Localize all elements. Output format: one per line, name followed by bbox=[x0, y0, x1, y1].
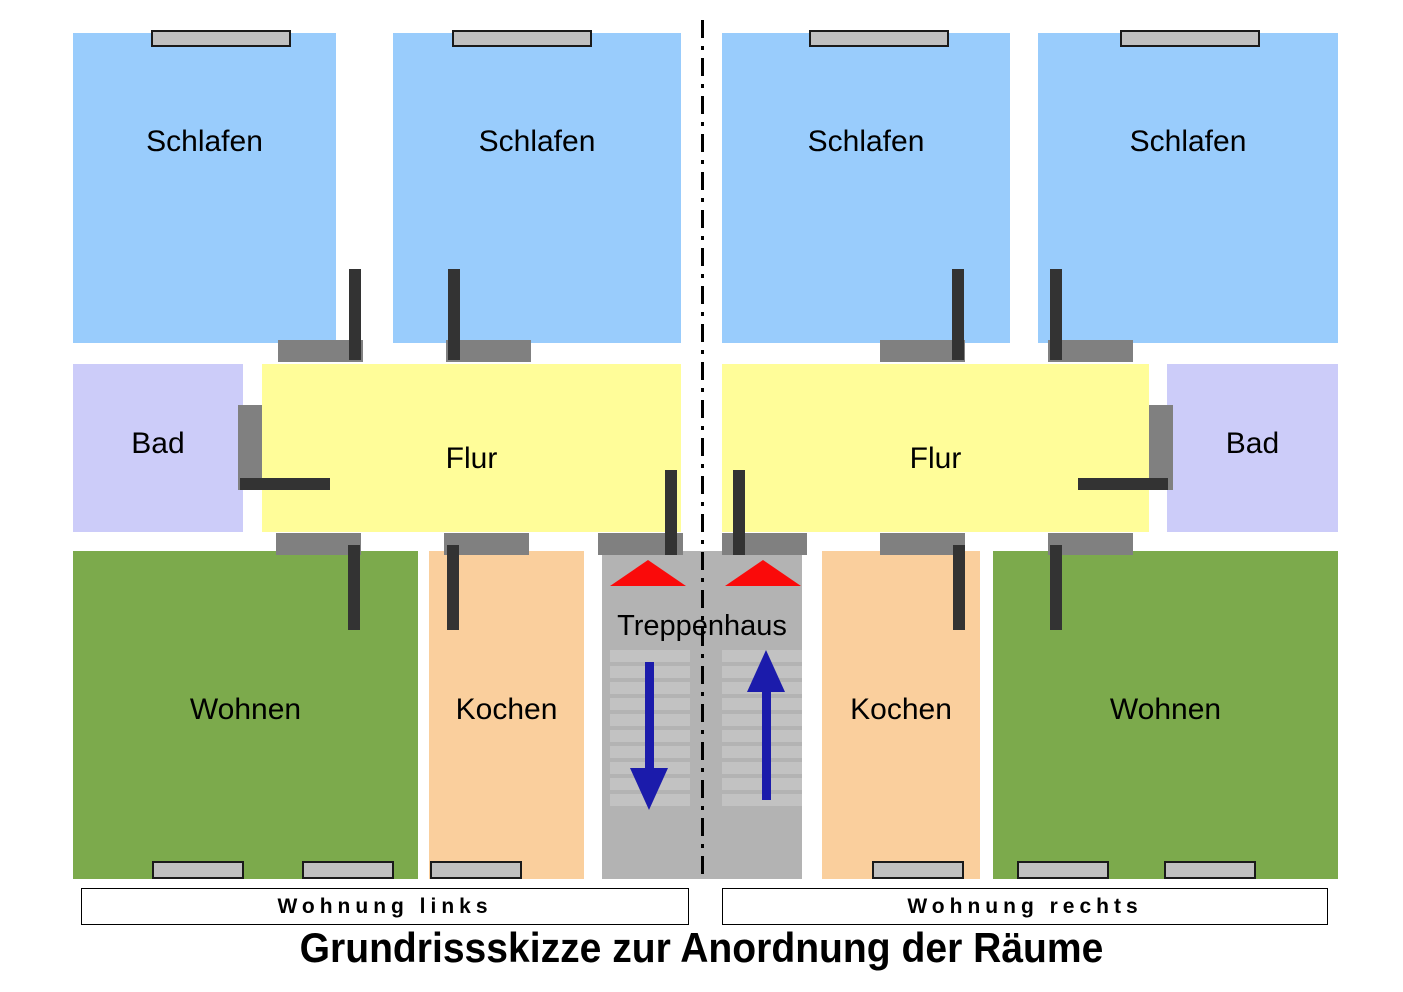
door-leaf-schlafen-2 bbox=[448, 269, 460, 360]
door-leaf-schlafen-3 bbox=[952, 269, 964, 360]
room-label-schlafen-3: Schlafen bbox=[807, 125, 925, 158]
room-schlafen-2: Schlafen bbox=[393, 33, 681, 343]
room-schlafen-3: Schlafen bbox=[722, 33, 1010, 343]
door-leaf-schlafen-1 bbox=[349, 269, 361, 360]
door-leaf-bad-rechts bbox=[1078, 478, 1168, 490]
unit-label-rechts: Wohnung rechts bbox=[907, 894, 1143, 918]
room-label-schlafen-1: Schlafen bbox=[146, 125, 263, 158]
door-leaf-schlafen-4 bbox=[1050, 269, 1062, 360]
door-sill-schlafen-1 bbox=[278, 340, 363, 362]
room-bad-links: Bad bbox=[73, 364, 243, 532]
stair-tread bbox=[610, 650, 690, 662]
room-label-schlafen-4: Schlafen bbox=[1129, 125, 1247, 158]
door-sill-wohnen-links bbox=[276, 533, 361, 555]
center-axis-line bbox=[701, 20, 704, 880]
door-leaf-wohnen-rechts bbox=[1050, 545, 1062, 630]
door-sill-schlafen-2 bbox=[446, 340, 531, 362]
stair-arrow-up-head bbox=[747, 650, 785, 692]
stair-arrow-down-head bbox=[630, 768, 668, 810]
door-sill-bad-links bbox=[238, 405, 262, 490]
unit-label-box-rechts: Wohnung rechts bbox=[722, 888, 1328, 925]
door-leaf-treppenhaus-rechts bbox=[733, 470, 745, 555]
window-wohnen-rechts-1 bbox=[1017, 861, 1109, 879]
window-kochen-links bbox=[430, 861, 522, 879]
room-label-kochen-rechts: Kochen bbox=[850, 693, 952, 726]
unit-label-box-links: Wohnung links bbox=[81, 888, 689, 925]
window-schlafen-3 bbox=[809, 30, 949, 47]
stair-tread bbox=[722, 794, 802, 806]
room-wohnen-links: Wohnen bbox=[73, 551, 418, 879]
room-schlafen-1: Schlafen bbox=[73, 33, 336, 343]
room-label-kochen-links: Kochen bbox=[455, 693, 558, 726]
room-flur-rechts: Flur bbox=[722, 364, 1149, 532]
door-sill-kochen-rechts bbox=[880, 533, 965, 555]
unit-label-links: Wohnung links bbox=[277, 894, 493, 918]
stair-arrow-up-shaft bbox=[762, 690, 771, 800]
marker-triangle-right bbox=[725, 560, 801, 586]
door-sill-treppenhaus-links bbox=[598, 533, 683, 555]
window-schlafen-1 bbox=[151, 30, 291, 47]
door-sill-schlafen-4 bbox=[1048, 340, 1133, 362]
window-wohnen-rechts-2 bbox=[1164, 861, 1256, 879]
window-wohnen-links-2 bbox=[302, 861, 394, 879]
stair-arrow-down-shaft bbox=[645, 662, 654, 772]
window-wohnen-links-1 bbox=[152, 861, 244, 879]
window-schlafen-2 bbox=[452, 30, 592, 47]
room-label-schlafen-2: Schlafen bbox=[478, 125, 596, 158]
door-leaf-kochen-rechts bbox=[953, 545, 965, 630]
room-wohnen-rechts: Wohnen bbox=[993, 551, 1338, 879]
room-schlafen-4: Schlafen bbox=[1038, 33, 1338, 343]
door-leaf-treppenhaus-links bbox=[665, 470, 677, 555]
door-sill-schlafen-3 bbox=[880, 340, 965, 362]
window-kochen-rechts bbox=[872, 861, 964, 879]
door-sill-bad-rechts bbox=[1149, 405, 1173, 490]
page-title: Grundrissskizze zur Anordnung der Räume bbox=[299, 924, 1104, 971]
door-sill-kochen-links bbox=[444, 533, 529, 555]
marker-triangle-left bbox=[610, 560, 686, 586]
door-leaf-wohnen-links bbox=[348, 545, 360, 630]
room-flur-links: Flur bbox=[262, 364, 681, 532]
room-label-bad-links: Bad bbox=[131, 427, 185, 460]
door-leaf-bad-links bbox=[240, 478, 330, 490]
door-leaf-kochen-links bbox=[447, 545, 459, 630]
room-bad-rechts: Bad bbox=[1167, 364, 1338, 532]
room-label-wohnen-rechts: Wohnen bbox=[1109, 693, 1222, 726]
door-sill-wohnen-rechts bbox=[1048, 533, 1133, 555]
room-label-wohnen-links: Wohnen bbox=[189, 693, 302, 726]
room-label-flur-links: Flur bbox=[445, 442, 498, 475]
room-label-bad-rechts: Bad bbox=[1225, 427, 1280, 460]
room-label-flur-rechts: Flur bbox=[909, 442, 962, 475]
window-schlafen-4 bbox=[1120, 30, 1260, 47]
